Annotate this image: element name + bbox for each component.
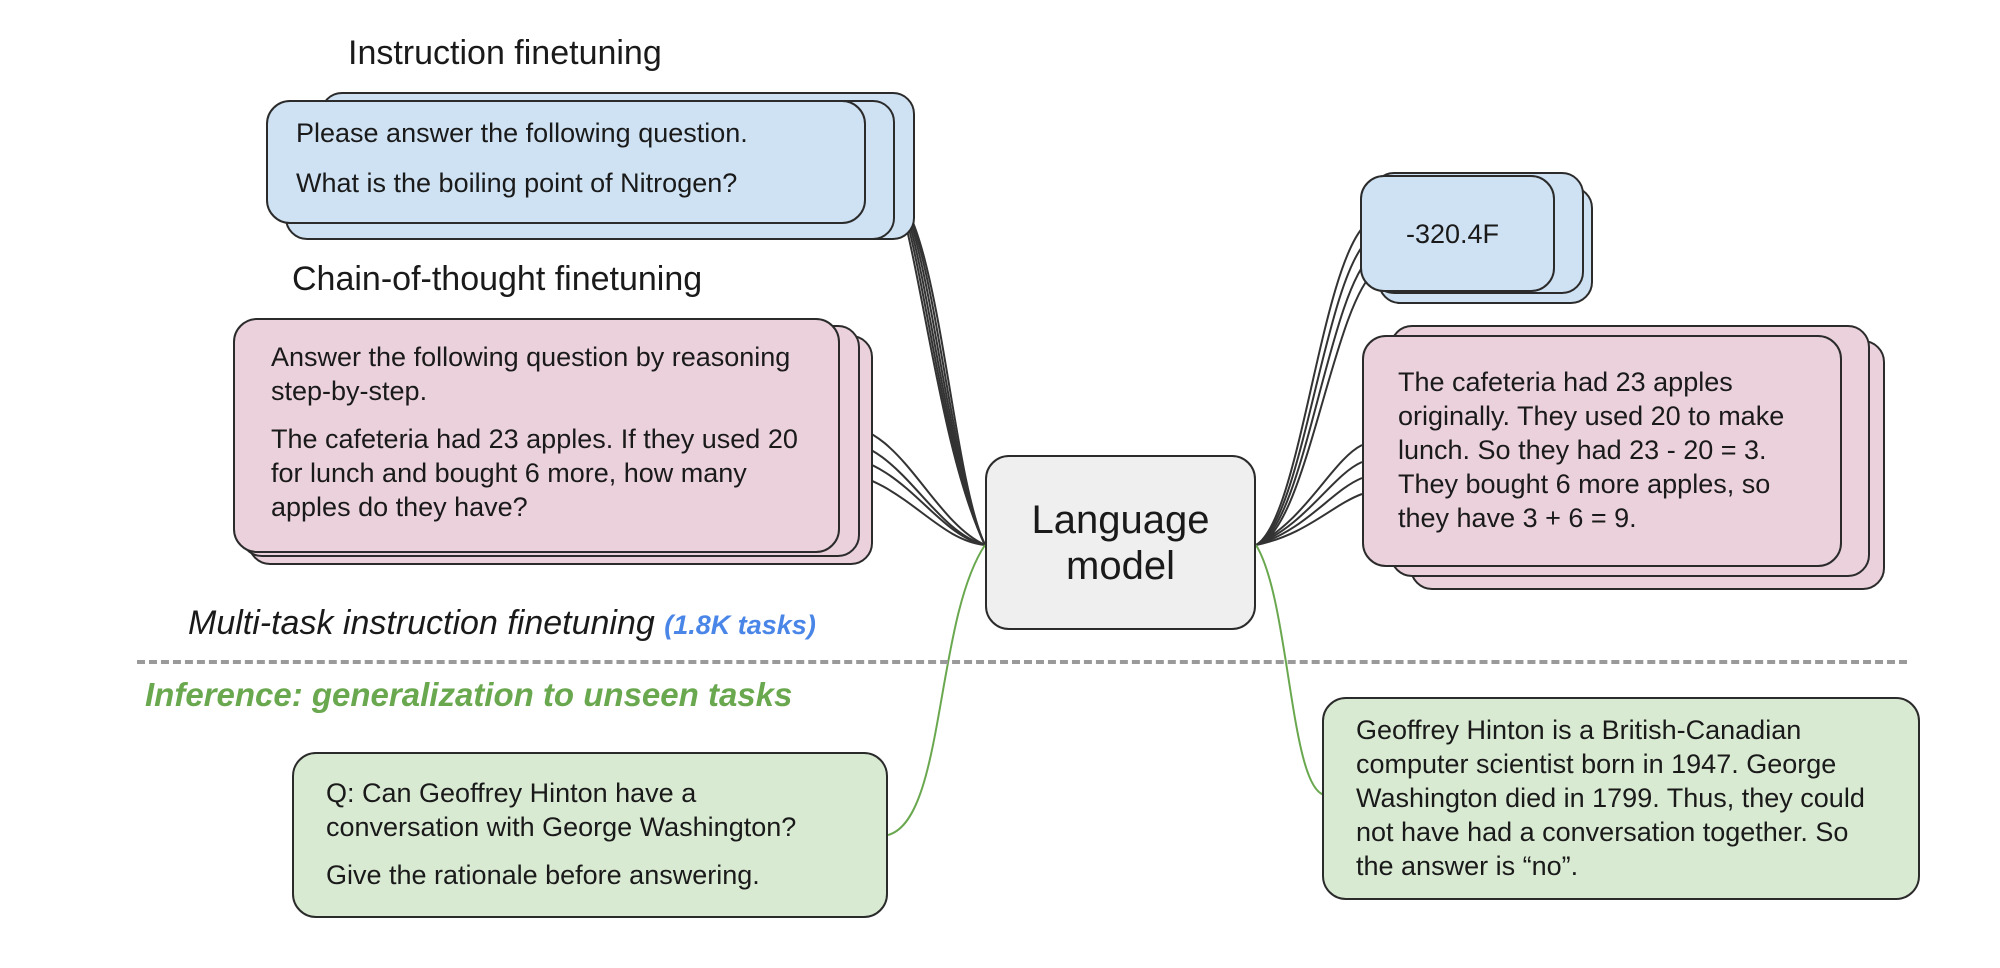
inference-output-text: Geoffrey Hinton is a British-Canadian co… [1356,715,1865,881]
wire-inference-out [1255,544,1326,796]
cot-input-line2: The cafeteria had 23 apples. If they use… [271,424,798,522]
inference-input-line1: Q: Can Geoffrey Hinton have a conversati… [326,778,797,842]
heading-cot-finetuning: Chain-of-thought finetuning [292,260,703,298]
wire-out-8 [1255,493,1363,546]
inference-input-line2: Give the rationale before answering. [326,860,760,890]
cot-output-text: The cafeteria had 23 apples originally. … [1398,367,1785,533]
language-model-label: Language model [1031,497,1210,588]
instruction-input-line2: What is the boiling point of Nitrogen? [296,168,738,198]
cot-input-box: Answer the following question by reasoni… [233,318,840,553]
wire-inference-in [887,544,986,836]
multitask-text: Multi-task instruction finetuning [188,604,655,642]
wire-out-7 [1255,477,1363,546]
instruction-input-box: Please answer the following question. Wh… [266,100,866,224]
wire-out-5 [1255,444,1363,546]
wire-out-6 [1255,461,1363,546]
cot-output-box: The cafeteria had 23 apples originally. … [1362,335,1842,567]
wire-out-1 [1255,224,1366,546]
instruction-output-box: -320.4F [1360,175,1555,292]
instruction-input-line1: Please answer the following question. [296,118,748,148]
language-model-box: Language model [985,455,1256,630]
wire-out-3 [1255,254,1373,546]
multitask-count: (1.8K tasks) [664,610,816,640]
instruction-output-text: -320.4F [1406,218,1500,249]
wire-out-4 [1255,269,1377,546]
inference-input-box: Q: Can Geoffrey Hinton have a conversati… [292,752,888,918]
inference-output-box: Geoffrey Hinton is a British-Canadian co… [1322,697,1920,900]
training-inference-divider [137,660,1907,664]
wire-out-2 [1255,239,1369,546]
cot-input-line1: Answer the following question by reasoni… [271,342,791,406]
heading-instruction-finetuning: Instruction finetuning [348,34,662,72]
inference-label: Inference: generalization to unseen task… [145,676,793,713]
multitask-label: Multi-task instruction finetuning (1.8K … [188,604,816,643]
